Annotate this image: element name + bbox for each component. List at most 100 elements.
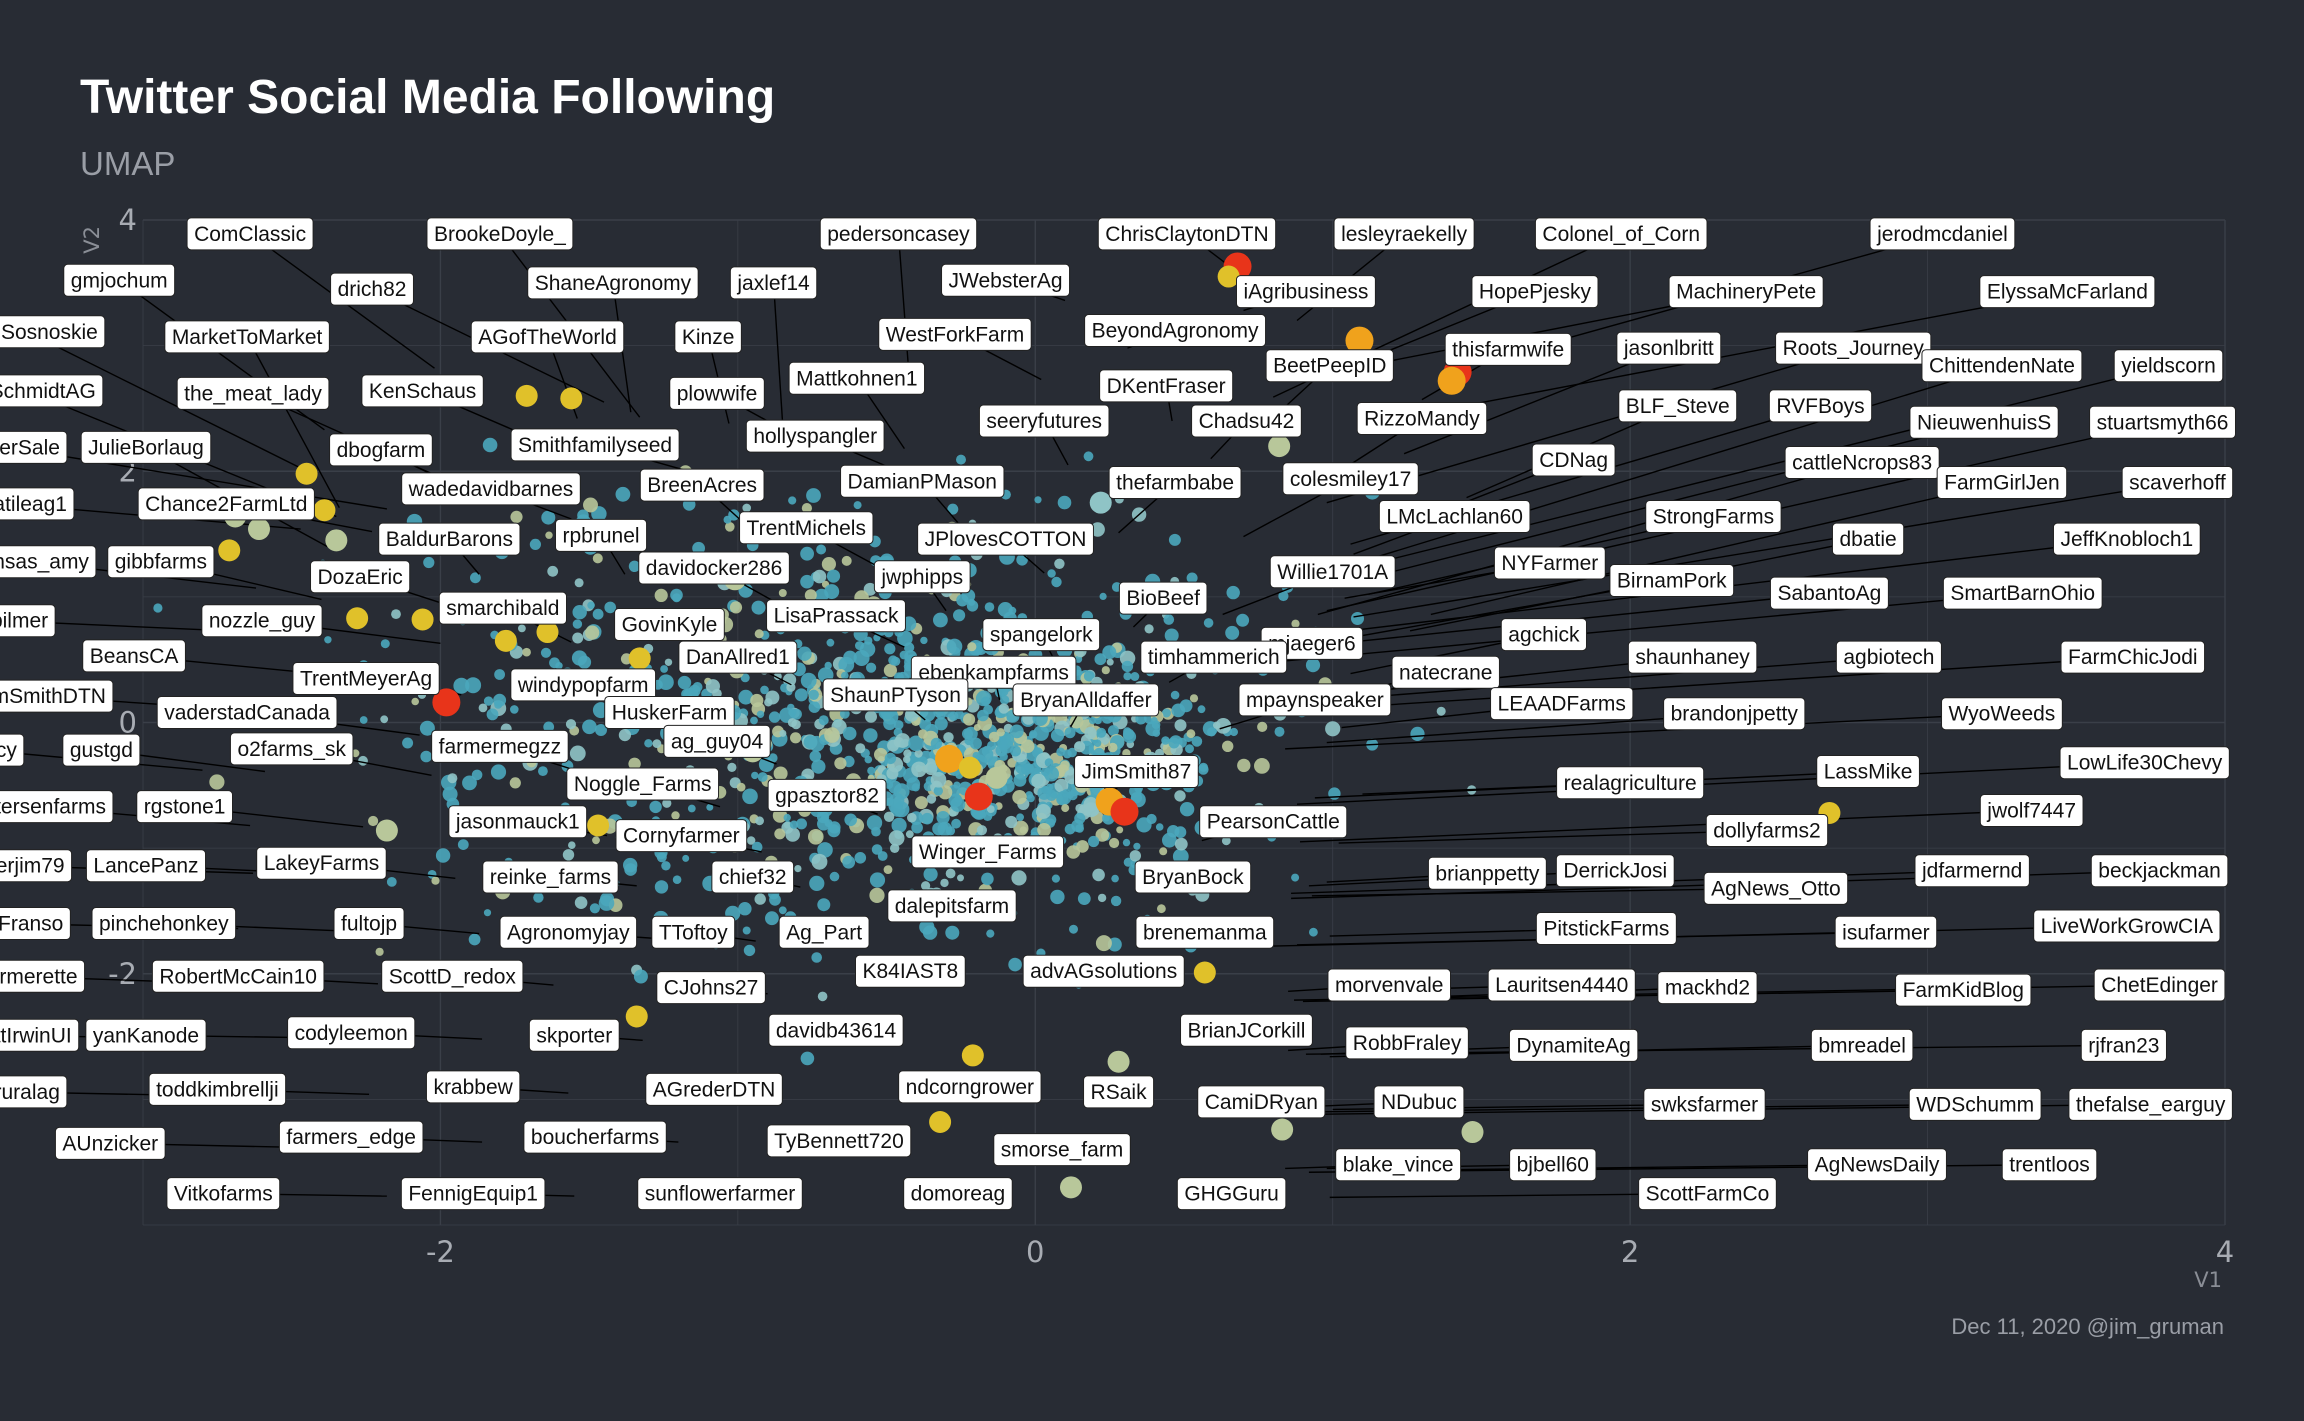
node-point [1013,773,1027,787]
node-point [794,688,808,702]
label-text: gmjochum [71,269,168,292]
label-box [1238,683,1392,717]
node-point [1221,836,1231,846]
node-point [677,675,692,690]
node-point [1035,804,1051,819]
node-point [572,619,583,629]
label-box [0,315,106,349]
highlight-point [1268,435,1291,458]
label-text: WyoWeeds [1949,703,2056,726]
label-box [745,419,885,453]
node-point [924,762,938,776]
node-point [1010,745,1021,757]
node-point [529,538,542,551]
label-box [1556,766,1705,800]
label-box [1831,522,1905,556]
account-label: AgNewsDaily [1807,1148,1947,1182]
account-label: bjbell60 [1509,1148,1597,1182]
label-text: RobertMcCain10 [159,965,317,988]
node-point [1095,935,1112,952]
label-text: iAgribusiness [1243,281,1368,304]
label-box [2068,1087,2233,1121]
node-point [963,713,976,726]
account-label: morvenvale [1327,968,1452,1002]
label-box [1391,655,1500,689]
node-point [788,708,797,717]
node-point [1069,714,1084,729]
account-label: seeryfutures [978,404,1110,438]
label-box [1908,1087,2042,1121]
node-point [509,777,521,789]
label-text: drich82 [338,278,407,301]
label-text: AgNewsDaily [1815,1154,1940,1177]
account-label: ndcorngrower [898,1070,1042,1104]
node-point [803,735,818,749]
label-text: mpaynspeaker [1246,689,1384,712]
account-label: dalepitsfarm [887,889,1017,923]
account-label: the_meat_lady [176,376,330,410]
label-text: ChittendenNate [1929,355,2075,378]
node-point [743,944,756,957]
label-text: toddkimbrellji [156,1078,279,1101]
label-text: TToftoy [659,921,728,944]
node-point [926,794,937,804]
account-label: Smithfamilyseed [510,428,680,462]
account-label: thisfarmwife [1444,332,1572,366]
node-point [1130,672,1140,681]
account-label: farmers_edge [278,1120,424,1154]
node-point [866,662,877,673]
account-label: trentloos [2001,1148,2098,1182]
node-point [838,656,855,673]
label-text: TrentMeyerAg [300,668,432,691]
node-point [863,582,877,596]
node-point [682,854,690,862]
node-point [969,737,982,750]
node-point [962,728,973,740]
node-point [420,750,433,763]
label-box [1282,462,1419,496]
leader-line [1288,656,2133,712]
highlight-point [375,819,398,842]
label-box [2080,1028,2167,1062]
node-point [999,739,1014,754]
node-point [945,826,956,836]
account-label: mpaynspeaker [1238,683,1392,717]
account-label: MachineryPete [1668,275,1824,309]
account-label: agchick [1500,618,1587,652]
account-label: BrianJCorkill [1180,1013,1313,1047]
node-point [1069,924,1078,934]
label-text: DozaEric [318,566,403,589]
label-box [425,1070,521,1104]
account-label: Lauritsen4440 [1487,968,1636,1002]
label-box [1487,968,1636,1002]
account-label: PitstickFarms [1535,912,1677,946]
account-label: LassMike [1816,754,1920,788]
account-label: NDubuc [1373,1085,1465,1119]
label-box [2093,968,2226,1002]
node-point [834,757,847,770]
node-point [1092,868,1105,882]
x-tick-label: -2 [426,1235,455,1269]
node-point [1094,716,1102,725]
node-point [1122,838,1131,847]
label-box [527,266,699,300]
node-point [895,733,910,748]
node-point [1174,837,1188,851]
label-box [1941,697,2063,731]
label-text: SmartBarnOhio [1950,582,2095,605]
label-box [156,695,338,729]
leader-line [1273,925,2127,947]
node-point [874,747,888,762]
label-text: WestForkFarm [886,323,1024,346]
label-box [669,376,765,410]
label-box [400,1177,546,1211]
node-point [817,991,828,1002]
node-point [1047,569,1056,578]
account-label: NYFarmer [1493,546,1606,580]
label-box [528,1018,620,1052]
label-box [638,551,790,585]
label-box [2090,854,2229,888]
label-box [1807,1148,1947,1182]
label-text: krabbew [433,1076,513,1099]
node-point [1101,666,1110,675]
